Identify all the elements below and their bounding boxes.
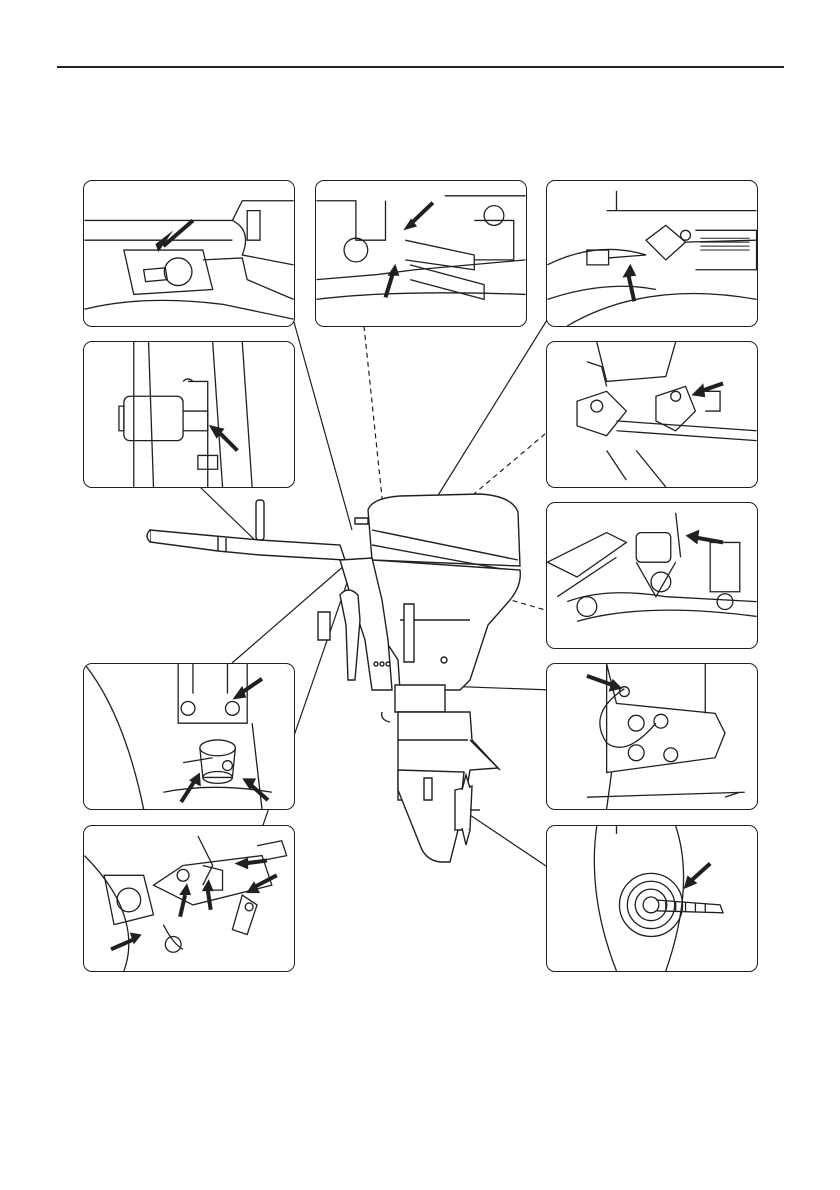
detail-view-9 <box>83 825 295 972</box>
fuel-line-connector-icon <box>547 181 757 326</box>
leader-line-p1 <box>292 315 352 530</box>
leader-line-p10 <box>470 815 552 870</box>
carburetor-linkage-icon <box>547 342 757 487</box>
detail-view-4 <box>83 341 295 488</box>
detail-view-5 <box>546 341 758 488</box>
throttle-cable-icon <box>316 181 526 326</box>
grease-nipple-tiller-icon <box>84 181 294 326</box>
detail-view-6 <box>546 502 758 649</box>
steering-bracket-icon <box>84 664 294 809</box>
detail-view-1 <box>83 180 295 327</box>
shift-rod-icon <box>547 664 757 809</box>
detail-view-7 <box>83 663 295 810</box>
starter-linkage-icon <box>547 503 757 648</box>
clamp-bracket-icon <box>84 826 294 971</box>
tiller-pivot-icon <box>84 342 294 487</box>
detail-view-3 <box>546 180 758 327</box>
detail-view-2 <box>315 180 527 327</box>
detail-view-8 <box>546 663 758 810</box>
detail-view-10 <box>546 825 758 972</box>
propeller-shaft-icon <box>547 826 757 971</box>
leader-line-p3 <box>432 312 552 505</box>
